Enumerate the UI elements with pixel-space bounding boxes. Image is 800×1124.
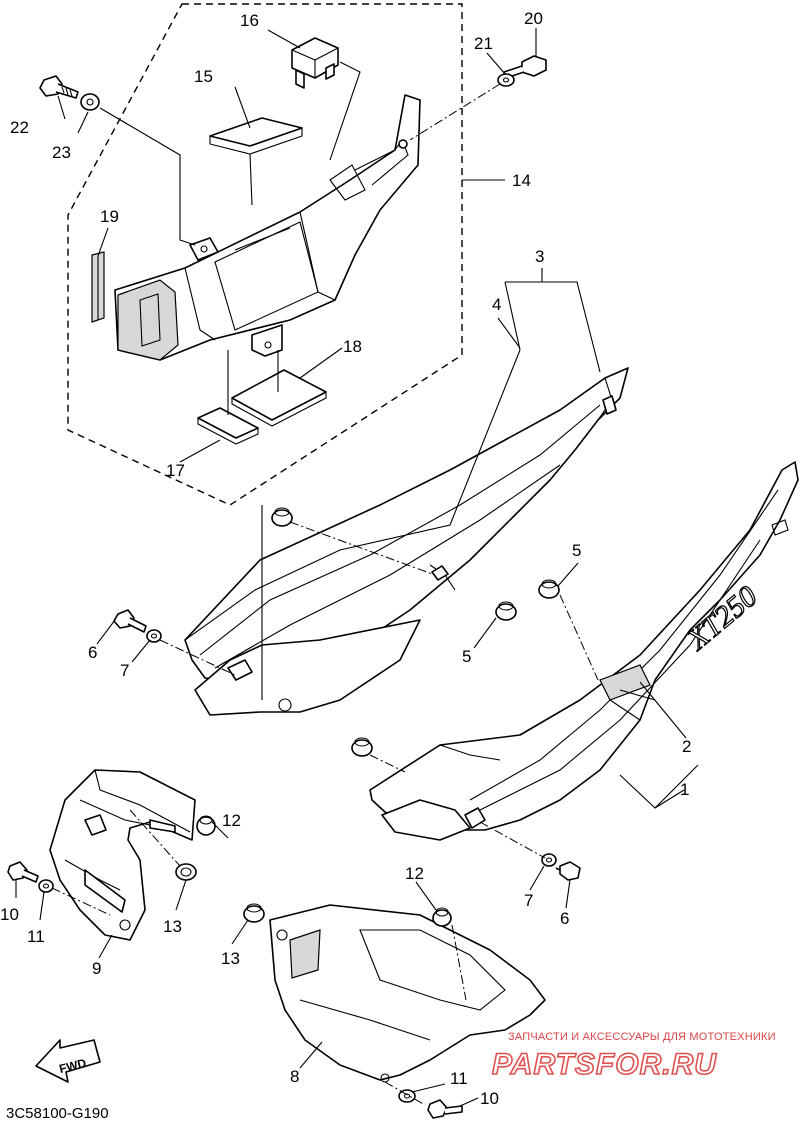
- washer-23: [80, 93, 100, 111]
- grommet-top: [271, 507, 293, 527]
- callout-4: 4: [492, 295, 501, 314]
- pad-15: [209, 117, 303, 147]
- group-14-outline: [67, 3, 463, 506]
- washer-7-left: [146, 629, 162, 643]
- relay-16: [291, 37, 361, 161]
- callout-10a: 10: [0, 905, 19, 924]
- bolt-6-right: [555, 861, 581, 881]
- watermark-tagline: ЗАПЧАСТИ И АКСЕССУАРЫ ДЛЯ МОТОТЕХНИКИ: [508, 1031, 776, 1043]
- bolt-22: [39, 75, 79, 99]
- callout-9: 9: [92, 959, 101, 978]
- callout-17: 17: [166, 461, 185, 480]
- callout-20: 20: [524, 9, 543, 28]
- battery-box-assembly: [114, 94, 421, 361]
- leaders: [15, 28, 699, 1107]
- callout-2: 2: [682, 737, 691, 756]
- callout-6b: 6: [560, 909, 569, 928]
- grommet-5-right: [538, 579, 560, 599]
- callout-18: 18: [343, 337, 362, 356]
- callout-22: 22: [10, 118, 29, 137]
- callout-11a: 11: [27, 927, 45, 946]
- cover-8: [269, 904, 546, 1083]
- pad-18: [231, 369, 327, 421]
- callout-8: 8: [290, 1067, 299, 1086]
- diagram-code: 3C58100-G190: [6, 1105, 109, 1122]
- side-cover-4: [184, 349, 629, 716]
- grommet-cover1: [351, 737, 373, 757]
- callout-13b: 13: [221, 949, 240, 968]
- callout-16: 16: [240, 11, 259, 30]
- callout-6a: 6: [88, 643, 97, 662]
- bolt-6-left: [113, 609, 147, 633]
- callout-5a: 5: [572, 541, 581, 560]
- washer-11-bottom: [398, 1089, 416, 1103]
- grommet-13-left: [175, 863, 197, 881]
- cover-9: [49, 769, 196, 941]
- bolt-10-bottom: [427, 1099, 463, 1119]
- callout-1: 1: [680, 780, 689, 799]
- washer-11-left: [38, 879, 54, 893]
- callout-labels: 1 2 3 4 5 5 6 6 7 7 8 9 10 10 11 11 12 1…: [0, 9, 691, 1108]
- callout-7b: 7: [524, 891, 533, 910]
- grommet-13-center: [243, 903, 265, 923]
- grommet-12-left: [196, 815, 216, 836]
- washer-21: [497, 73, 515, 87]
- grommet-5-center: [495, 601, 517, 621]
- callout-10b: 10: [480, 1089, 499, 1108]
- washer-7-right: [541, 853, 557, 867]
- callout-3: 3: [535, 247, 544, 266]
- callout-15: 15: [194, 67, 213, 86]
- callout-7a: 7: [120, 661, 129, 680]
- bolt-10-left: [7, 861, 39, 883]
- callout-13a: 13: [163, 917, 182, 936]
- axis-20-21: [409, 83, 501, 141]
- callout-12a: 12: [222, 811, 241, 830]
- grommet-12-center: [432, 907, 452, 927]
- callout-21: 21: [474, 34, 493, 53]
- watermark-brand: PARTSFOR.RU: [492, 1048, 717, 1081]
- callout-19: 19: [100, 207, 119, 226]
- watermark: ЗАПЧАСТИ И АКСЕССУАРЫ ДЛЯ МОТОТЕХНИКИ PA…: [491, 1031, 776, 1082]
- callout-12b: 12: [405, 864, 424, 883]
- callout-23: 23: [52, 143, 71, 162]
- callout-14: 14: [512, 171, 531, 190]
- callout-11b: 11: [450, 1069, 468, 1088]
- fwd-arrow-icon: FWD: [35, 1039, 101, 1083]
- fwd-label: FWD: [58, 1056, 88, 1076]
- callout-5b: 5: [462, 647, 471, 666]
